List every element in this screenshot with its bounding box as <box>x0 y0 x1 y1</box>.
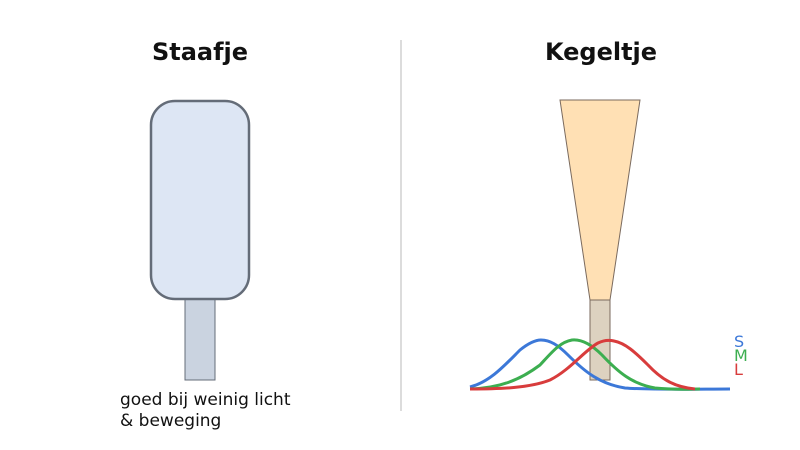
legend-m: M <box>734 346 748 365</box>
legend-s: S <box>734 332 745 351</box>
cone-type-legend: S M L <box>734 332 748 379</box>
cone-cell-shape <box>559 99 641 381</box>
rod-body <box>149 99 251 301</box>
caption-line-2: & beweging <box>120 411 222 431</box>
sensitivity-curves <box>469 338 731 391</box>
cone-title: Kegeltje <box>544 38 658 66</box>
caption-line-1: goed bij weinig licht <box>120 390 291 410</box>
rod-title: Staafje <box>151 38 249 66</box>
curve-l <box>469 338 696 391</box>
curve-m <box>469 338 701 391</box>
legend-l: L <box>734 360 743 379</box>
rod-cell-shape <box>149 99 251 381</box>
divider <box>400 40 402 411</box>
cone-body <box>559 99 641 301</box>
rod-stem <box>184 297 216 381</box>
rod-caption: goed bij weinig licht & beweging <box>120 390 291 432</box>
